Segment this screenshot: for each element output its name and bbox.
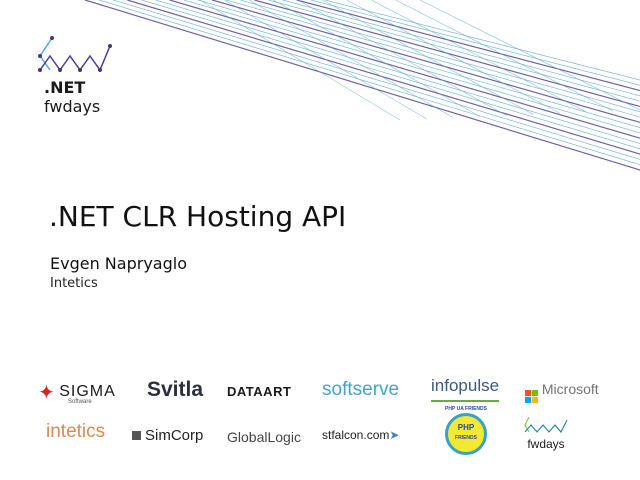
php-friends-caption: PHP UA FRIENDS bbox=[445, 406, 487, 412]
decorative-line bbox=[226, 0, 640, 118]
decorative-line bbox=[199, 0, 401, 121]
decorative-line bbox=[370, 0, 587, 113]
fwdays-logo-icon bbox=[38, 36, 112, 72]
simcorp-icon bbox=[132, 431, 141, 440]
sponsor-intetics: intetics bbox=[46, 421, 106, 442]
sponsor-svitla: Svitla bbox=[147, 378, 204, 401]
decorative-line bbox=[297, 0, 507, 116]
decorative-line bbox=[310, 0, 640, 86]
sponsor-stfalcon: stfalcon.com➤ bbox=[322, 428, 400, 442]
decorative-line bbox=[84, 0, 640, 171]
decorative-line bbox=[211, 0, 640, 123]
brand-line2: fwdays bbox=[44, 97, 101, 116]
decorative-line bbox=[240, 0, 640, 113]
sponsor-fwdays: fwdays bbox=[523, 416, 569, 451]
decorative-line bbox=[395, 0, 614, 112]
decorative-line bbox=[113, 0, 640, 160]
sponsor-softserve: softserve bbox=[322, 379, 400, 400]
slide-title: .NET CLR Hosting API bbox=[49, 200, 347, 233]
slide-company: Intetics bbox=[50, 276, 98, 291]
decorative-line bbox=[99, 0, 640, 166]
decorative-line bbox=[268, 0, 640, 102]
decorative-line bbox=[183, 0, 640, 134]
decorative-line bbox=[324, 0, 640, 81]
brand-line1: .NET bbox=[44, 78, 86, 97]
sigma-star-icon: ✦ bbox=[38, 382, 55, 404]
decorative-line bbox=[273, 0, 481, 117]
falcon-wing-icon: ➤ bbox=[389, 428, 400, 442]
slide-author: Evgen Napryaglo bbox=[50, 254, 187, 273]
sponsor-globallogic: GlobalLogic bbox=[227, 429, 301, 445]
decorative-line bbox=[322, 0, 534, 115]
decorative-line bbox=[419, 0, 640, 111]
sponsor-php-friends: PHP FRIENDS bbox=[445, 413, 487, 455]
fwdays-small-icon bbox=[524, 416, 568, 434]
sponsor-infopulse: infopulse bbox=[431, 376, 500, 402]
decorative-line bbox=[248, 0, 454, 119]
decorative-line bbox=[224, 0, 427, 120]
sponsor-sigma: ✦ SIGMA Software bbox=[38, 382, 116, 405]
decorative-line bbox=[346, 0, 561, 114]
sponsor-microsoft: Microsoft bbox=[525, 381, 599, 403]
decorative-line bbox=[155, 0, 640, 144]
decorative-line bbox=[197, 0, 640, 128]
decorative-line bbox=[169, 0, 640, 139]
microsoft-icon bbox=[525, 390, 538, 403]
decorative-line bbox=[127, 0, 640, 155]
decorative-line bbox=[141, 0, 640, 150]
brand-name: .NET fwdays bbox=[44, 78, 100, 116]
decorative-line bbox=[296, 0, 640, 92]
sponsor-dataart: DATAART bbox=[227, 384, 292, 399]
sponsor-simcorp: SimCorp bbox=[132, 427, 203, 444]
